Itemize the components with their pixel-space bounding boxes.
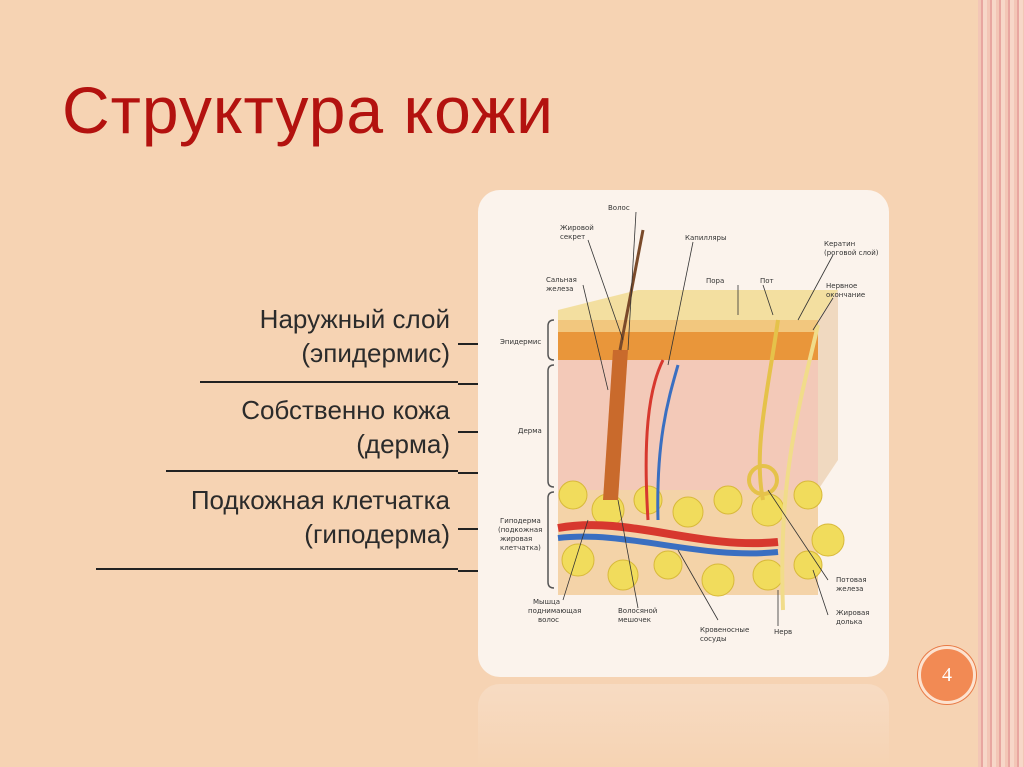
label-sebum: секрет (560, 233, 585, 241)
sweat-gland (747, 464, 779, 496)
label-epidermis: Эпидермис (500, 338, 541, 346)
label-sweat-gland: Потовая (836, 576, 867, 584)
layer-label-line2: (гиподерма) (304, 519, 450, 549)
label-vessels: Кровеносные (700, 626, 749, 634)
sweat-duct (757, 319, 780, 501)
label-fat-lobule: Жировая (836, 609, 869, 617)
capillary (644, 359, 665, 521)
label-muscle: поднимающая (528, 607, 581, 615)
layer-label-line1: Собственно кожа (241, 395, 450, 425)
skin-diagram: Волос Жировой секрет Капилляры Кератин (… (478, 190, 889, 677)
label-muscle: Мышца (533, 598, 560, 606)
label-sebum: Жировой (560, 224, 594, 232)
underline (166, 470, 458, 472)
label-hypodermis: клетчатка) (500, 544, 541, 552)
label-keratin: (роговой слой) (824, 249, 879, 257)
label-muscle: волос (538, 616, 559, 624)
layer-label-hypodermis: Подкожная клетчатка (гиподерма) (90, 483, 450, 551)
fat-lobules (558, 480, 845, 597)
leader-lines (562, 211, 834, 626)
layer-label-line2: (дерма) (356, 429, 450, 459)
label-capillaries: Капилляры (685, 234, 727, 242)
label-nerve-end: окончание (826, 291, 865, 299)
artery (557, 521, 779, 548)
skin-illustration: Волос Жировой секрет Капилляры Кератин (… (498, 204, 879, 643)
label-hypodermis: Гиподерма (500, 517, 541, 525)
layer-label-line1: Наружный слой (259, 304, 450, 334)
layer-label-epidermis: Наружный слой (эпидермис) (150, 302, 450, 370)
label-vessels: сосуды (700, 635, 727, 643)
label-nerve-end: Нервное (826, 282, 857, 290)
layer-label-line2: (эпидермис) (301, 338, 450, 368)
label-follicle: Волосяной (618, 607, 657, 615)
vein (557, 533, 779, 557)
label-dermis: Дерма (518, 427, 542, 435)
capillary (656, 364, 680, 521)
label-sweat-gland: железа (836, 585, 863, 593)
layer-braces (547, 319, 555, 589)
layer-label-dermis: Собственно кожа (дерма) (130, 393, 450, 461)
label-sebaceous: железа (546, 285, 573, 293)
layer-label-line1: Подкожная клетчатка (190, 485, 450, 515)
underline (96, 568, 458, 570)
diagram-labels: Волос Жировой секрет Капилляры Кератин (… (498, 204, 879, 643)
label-follicle: мешочек (618, 616, 651, 624)
hair-follicle (603, 350, 628, 500)
decorative-stripes (978, 0, 1024, 767)
label-keratin: Кератин (824, 240, 855, 248)
label-sebaceous: Сальная (546, 276, 577, 284)
label-fat-lobule: долька (836, 618, 862, 626)
dermis-side (818, 290, 838, 490)
label-hair: Волос (608, 204, 630, 212)
label-sweat: Пот (760, 277, 774, 285)
slide-title: Структура кожи (62, 73, 555, 147)
page-number-badge: 4 (918, 646, 976, 704)
dermis-layer (558, 360, 818, 490)
label-pore: Пора (706, 277, 724, 285)
nerve (780, 324, 820, 611)
diagram-reflection (478, 684, 889, 767)
label-hypodermis: (подкожная (498, 526, 542, 534)
label-nerve: Нерв (774, 628, 792, 636)
underline (200, 381, 458, 383)
label-hypodermis: жировая (500, 535, 532, 543)
